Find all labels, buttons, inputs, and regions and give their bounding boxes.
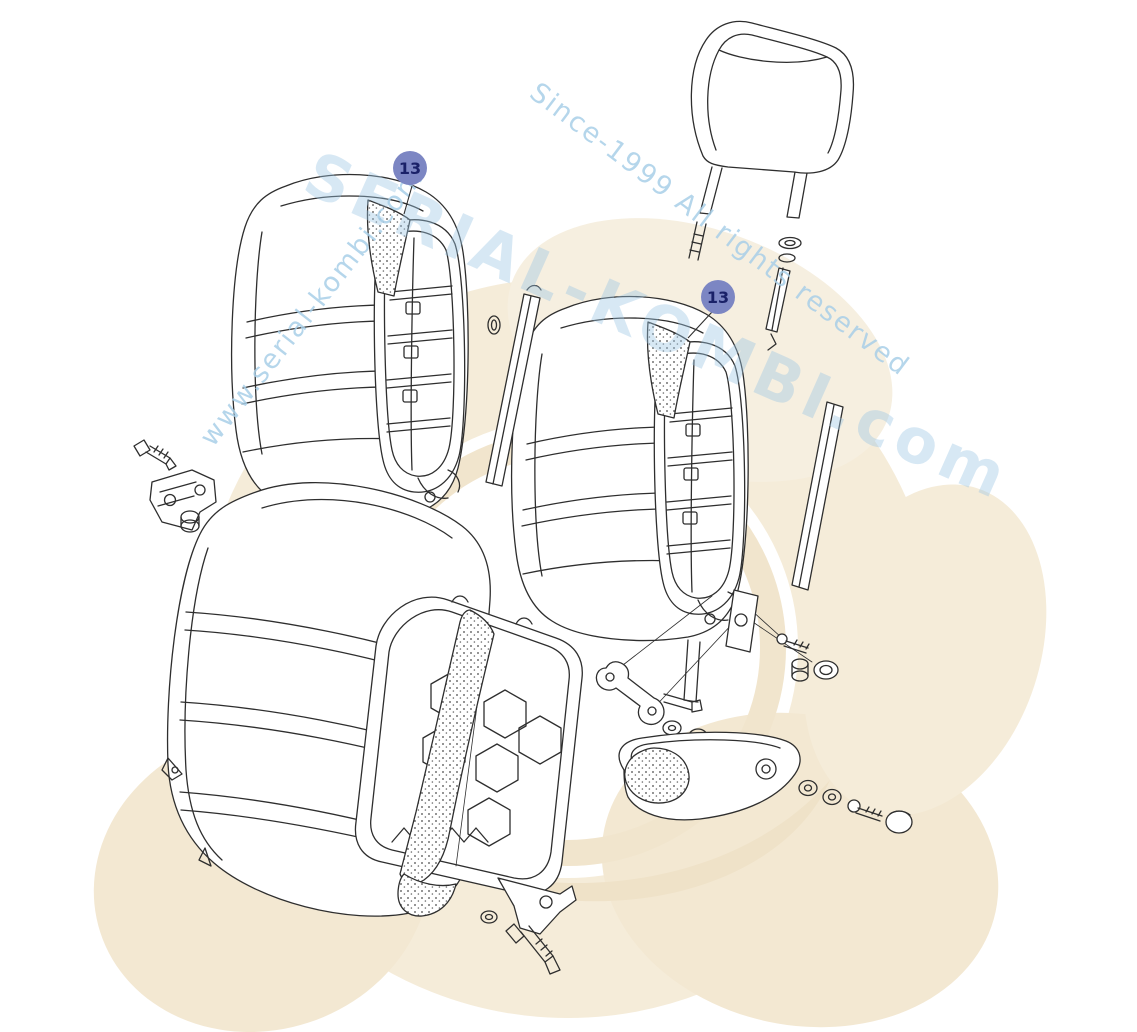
callout-13-left[interactable]: 13 [393,151,427,215]
left-mount-hardware [133,439,217,533]
armrest-pad [624,747,690,804]
armrest-drawing [618,731,913,834]
headrest-cushion [690,20,855,174]
hinge-bracket [480,877,577,975]
washer [662,720,682,736]
callout-leader-line [687,311,713,339]
rear-frame-outline [354,596,583,895]
callout-label: 13 [707,288,729,307]
trim-strip-left [485,293,541,487]
recliner-bolt [776,633,788,645]
callout-circle[interactable] [701,280,735,314]
headrest-drawing [688,20,855,351]
armrest-pivot-hole [755,758,777,780]
callout-circle[interactable] [393,151,427,185]
trim-strip-right [791,401,844,591]
rear-backrest-drawing [161,481,583,975]
headrest-posts [688,166,808,261]
recliner-strap [725,589,759,653]
logo-petal-right [803,484,1047,816]
callout-leader-line [403,185,413,215]
recliner-knob [813,660,839,680]
recliner-hardware [613,589,839,713]
callout-13-right[interactable]: 13 [687,280,735,339]
trim-strips [485,284,844,591]
armrest-fasteners [798,779,913,834]
callout-label: 13 [399,159,421,178]
clip-ring [487,315,501,335]
pivot-bracket [595,661,665,726]
headrest-guide-parts [765,236,802,351]
rear-feet [161,757,212,867]
